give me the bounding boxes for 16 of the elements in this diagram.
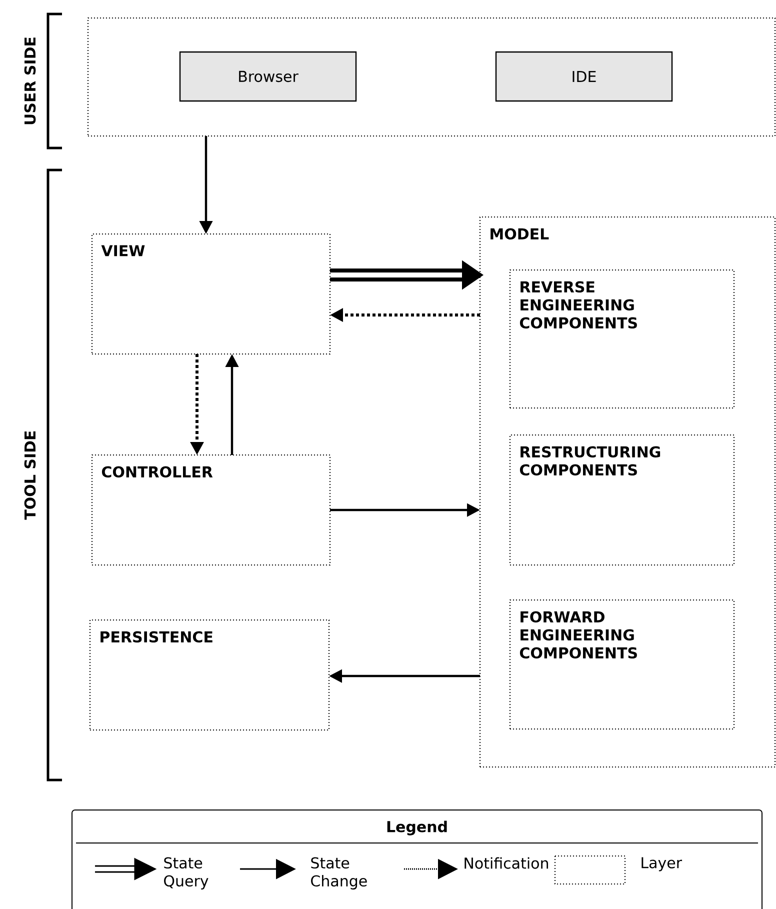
client-box: Browser (179, 51, 357, 102)
side-label: USER SIDE (24, 38, 36, 124)
side-label: TOOL SIDE (24, 431, 36, 520)
legend-text: Notification (464, 857, 548, 869)
client-box: IDE (495, 51, 673, 102)
layer-box: RESTRUCTURING COMPONENTS (510, 434, 734, 566)
layer-box: CONTROLLER (92, 454, 330, 566)
layer-box: FORWARD ENGINEERING COMPONENTS (510, 600, 734, 730)
layer-box: PERSISTENCE (90, 620, 330, 730)
layer-box: VIEW (92, 234, 330, 354)
legend-text: Layer (642, 857, 682, 872)
legend-text: State Query (164, 857, 208, 890)
layer-box: REVERSE ENGINEERING COMPONENTS (510, 270, 734, 408)
legend-text: State Change (311, 857, 367, 890)
arrow (328, 262, 484, 288)
layer-box (88, 18, 776, 136)
